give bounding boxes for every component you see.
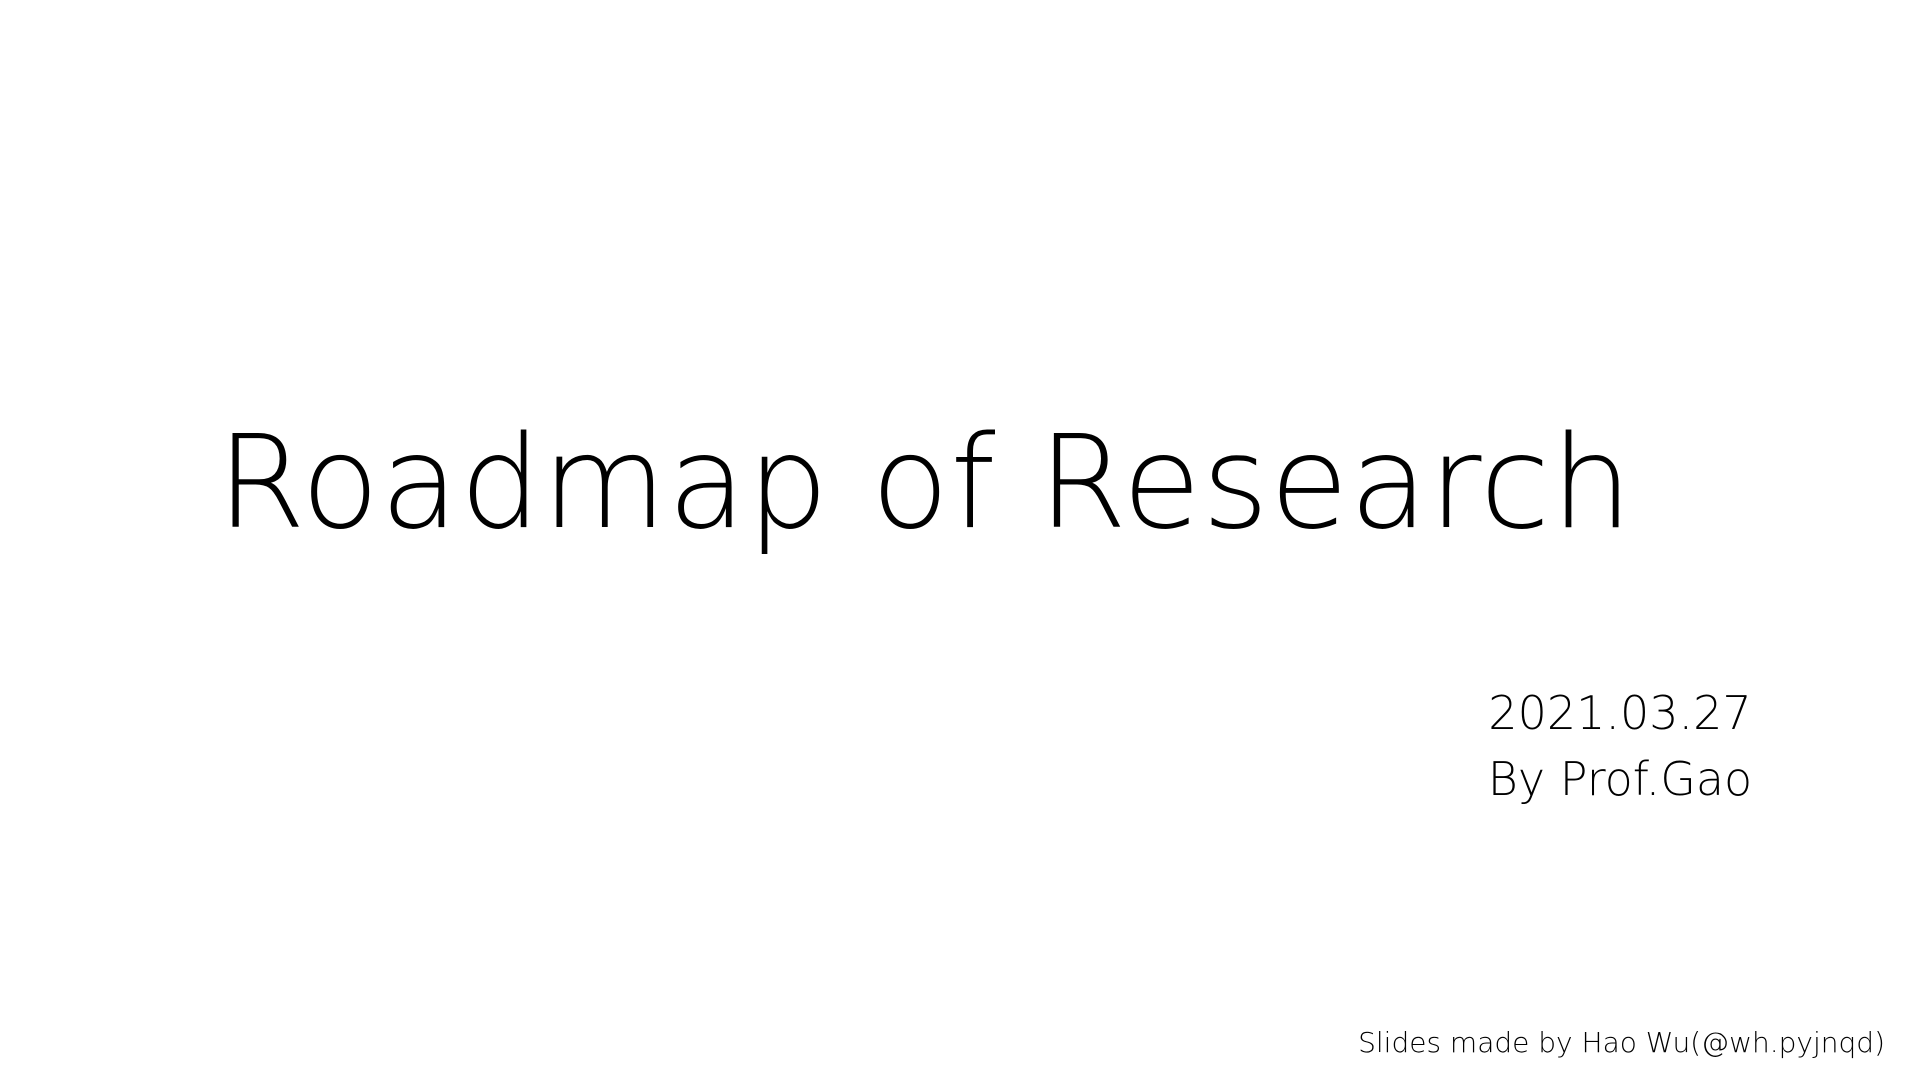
slide-author: By Prof.Gao xyxy=(1487,752,1753,806)
slide-title-text: Roadmap of Research xyxy=(216,409,1634,558)
slide-date: 2021.03.27 xyxy=(1488,686,1752,740)
slide-title: Roadmap of Research xyxy=(0,420,1920,548)
slide-meta-block: 2021.03.27 By Prof.Gao xyxy=(1470,680,1770,812)
slide-credit: Slides made by Hao Wu(@wh.pyjnqd) xyxy=(1358,1026,1885,1059)
